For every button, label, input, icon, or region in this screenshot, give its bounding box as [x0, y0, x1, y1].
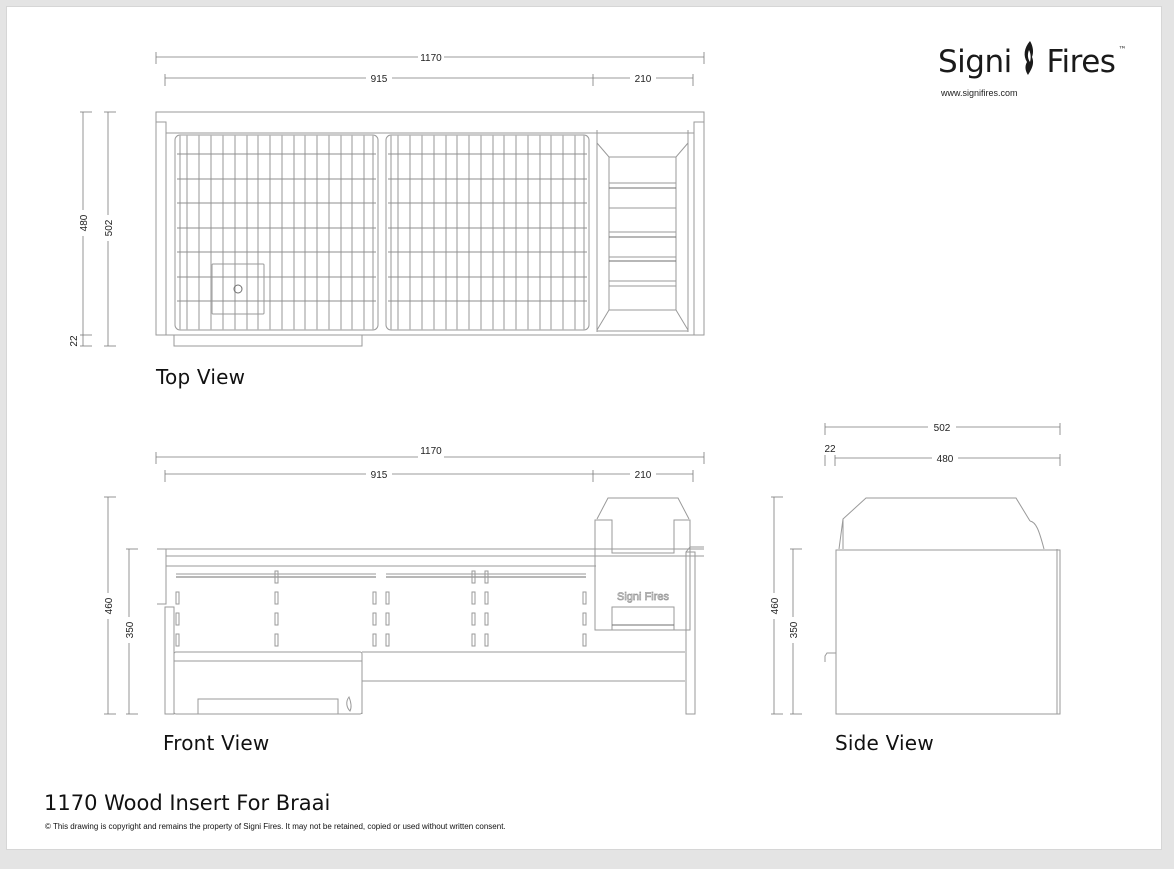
dim-top-lip: 22 [69, 335, 80, 347]
logo-text-left: Signi [938, 44, 1012, 80]
dim-top-overall-width: 1170 [420, 53, 442, 64]
slot-marks [175, 570, 587, 647]
side-view-drawing: 502 22 480 460 350 [770, 423, 1061, 715]
dim-top-grill-width: 915 [371, 74, 388, 85]
website-url[interactable]: www.signifires.com [941, 88, 1018, 98]
dim-side-body-height: 350 [789, 621, 800, 638]
dim-top-depth-overall: 502 [104, 219, 115, 236]
copyright-notice: © This drawing is copyright and remains … [45, 822, 506, 831]
dim-front-grill-width: 915 [371, 470, 388, 481]
dim-top-firebox-width: 210 [635, 74, 652, 85]
drawing-title: 1170 Wood Insert For Braai [44, 791, 331, 815]
dim-front-overall-width: 1170 [420, 446, 442, 457]
dim-top-depth-inner: 480 [79, 214, 90, 231]
dim-side-lip: 22 [824, 444, 836, 455]
dim-side-overall-height: 460 [770, 597, 781, 614]
dim-front-overall-height: 460 [104, 597, 115, 614]
top-view-drawing: 1170 915 210 480 502 22 [69, 52, 705, 347]
dim-front-body-height: 350 [125, 621, 136, 638]
front-view-drawing: 1170 915 210 460 350 [104, 446, 705, 715]
flame-mark-icon [346, 696, 352, 712]
front-view-label: Front View [163, 731, 270, 755]
trademark: ™ [1118, 45, 1126, 54]
top-view-label: Top View [156, 365, 246, 389]
flame-icon [1024, 41, 1034, 75]
embossed-logo: Signi Fires [617, 591, 669, 603]
logo-text-right: Fires [1046, 44, 1116, 80]
right-grill-bars [388, 135, 587, 330]
firebox-top [596, 130, 689, 332]
side-view-label: Side View [835, 731, 934, 755]
dim-side-body-depth: 480 [937, 454, 954, 465]
left-grill-bars [177, 135, 376, 330]
dim-front-firebox-width: 210 [635, 470, 652, 481]
dim-side-overall-depth: 502 [934, 423, 951, 434]
